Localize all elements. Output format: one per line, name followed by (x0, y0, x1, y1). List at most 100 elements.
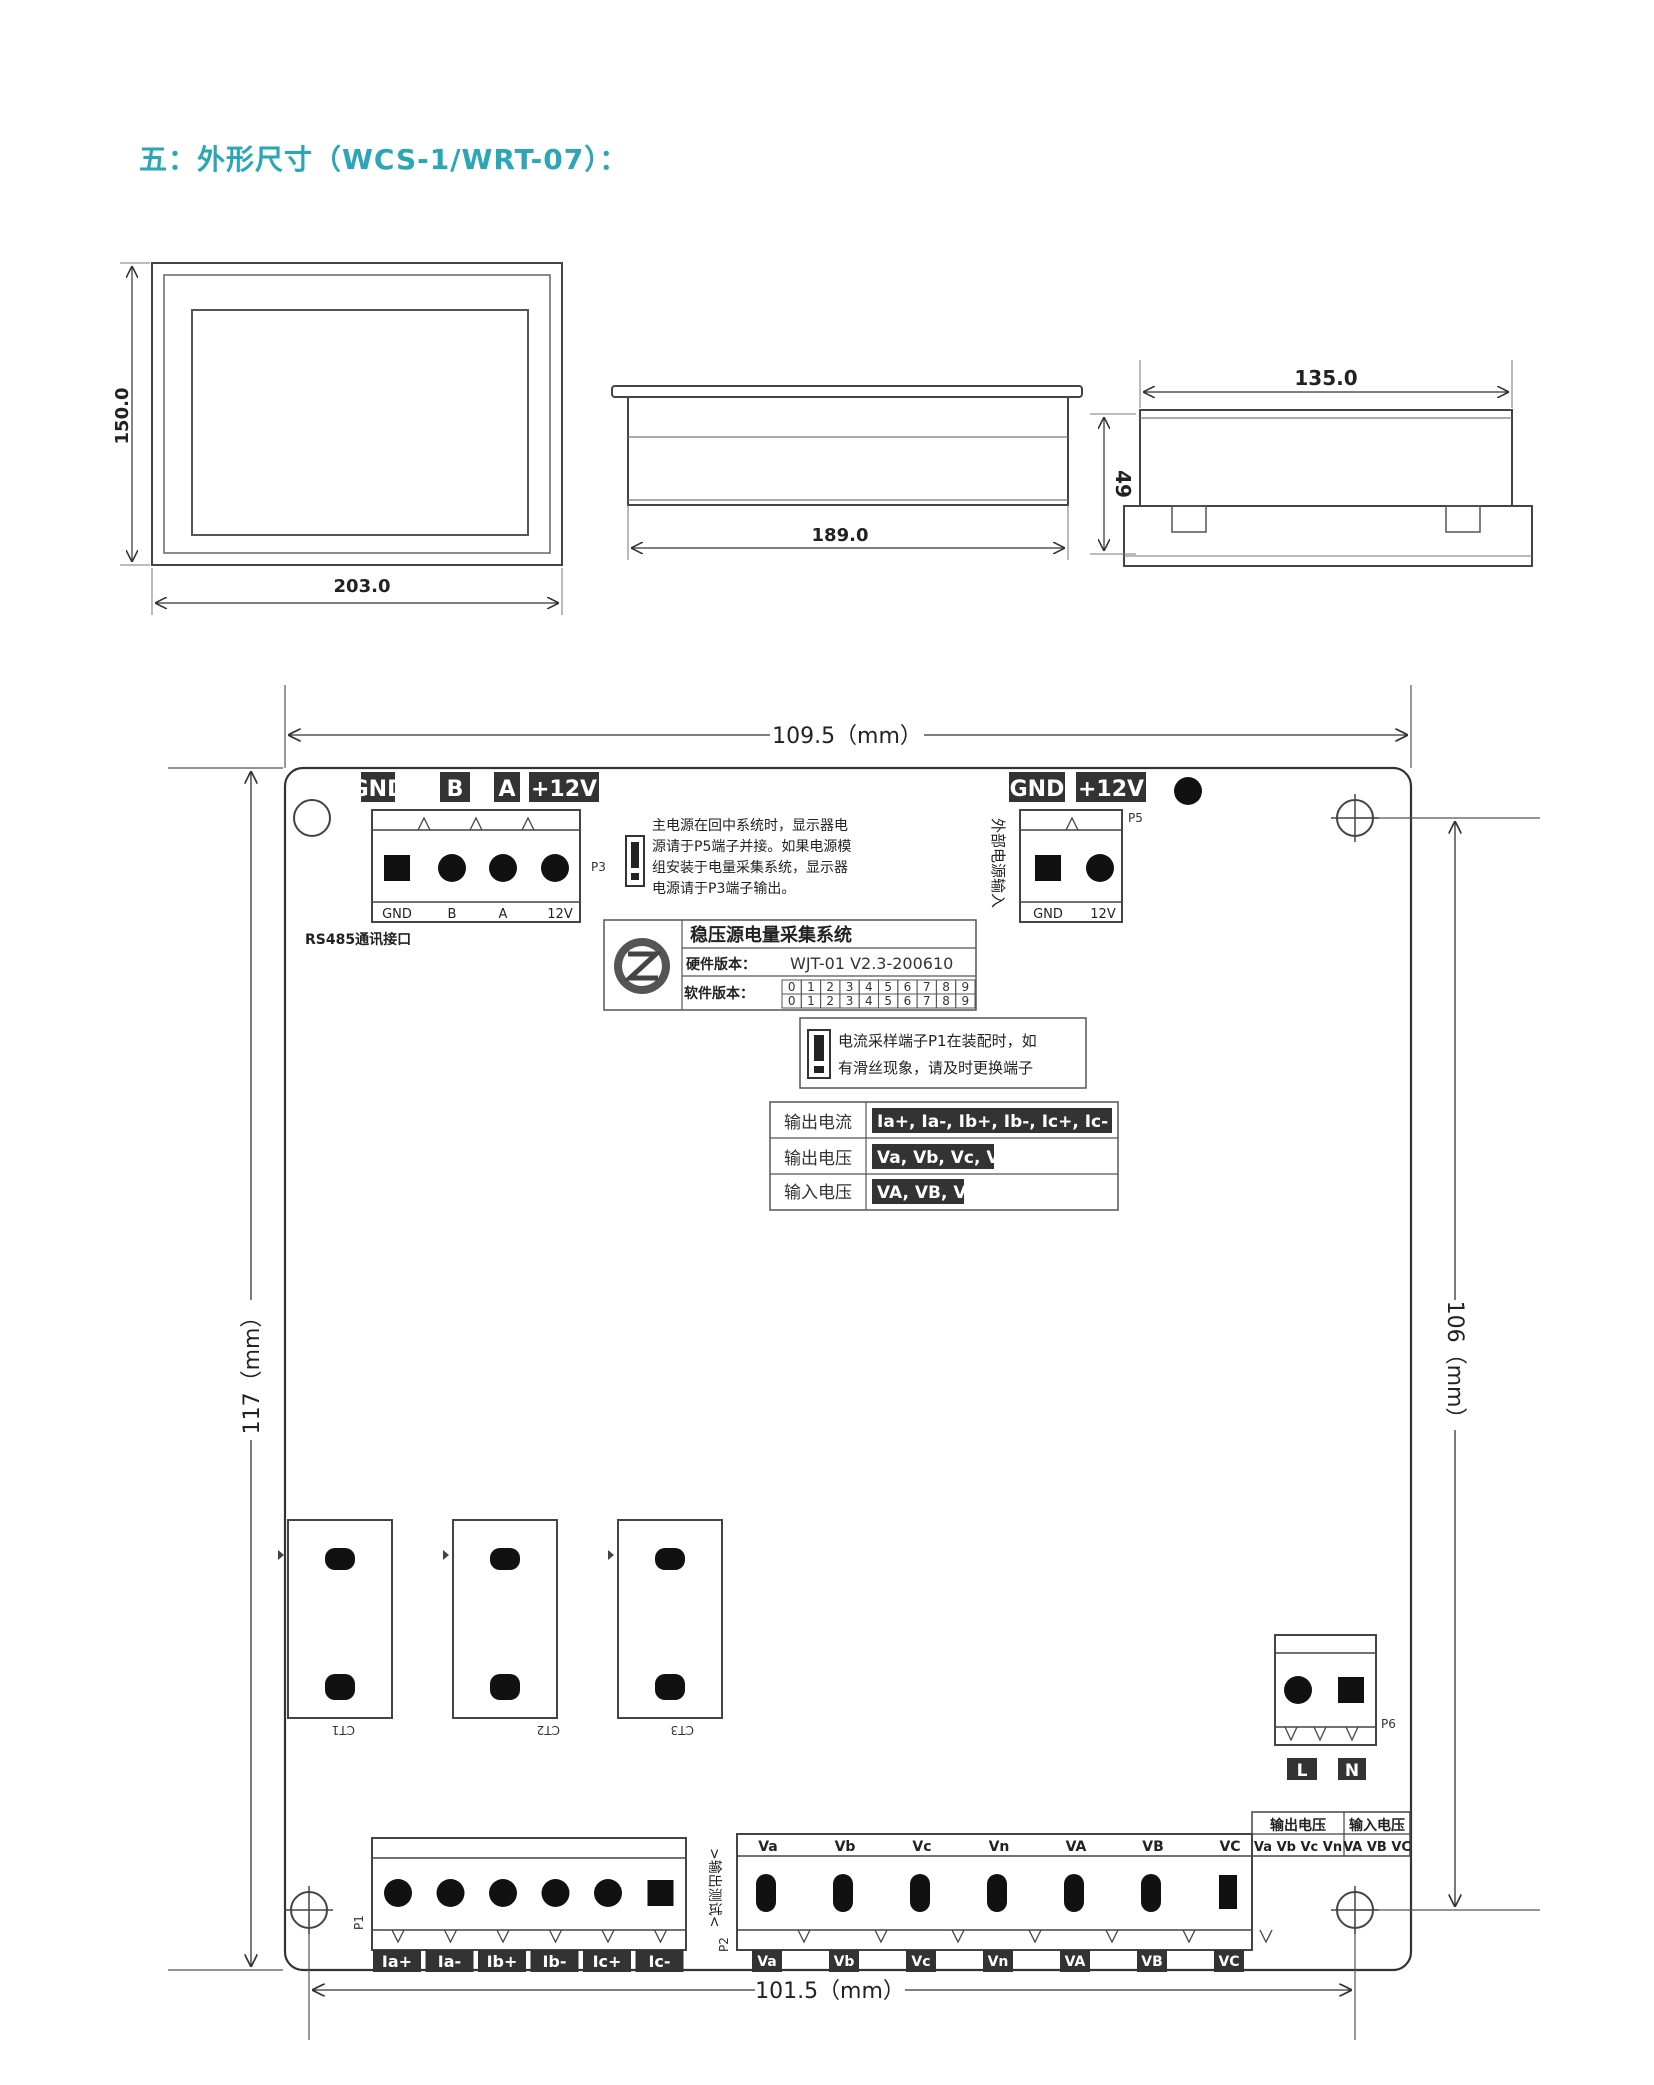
table-row-label: 输出电压 (784, 1149, 852, 1169)
p6-connector: P6 L N (1274, 1634, 1396, 1781)
digit-label: 2 (826, 980, 834, 994)
top-view: 189.0 (611, 385, 1083, 560)
p1-label: Ic- (648, 1952, 670, 1971)
p2-label-bg (1214, 1950, 1244, 1972)
corner-table-header: 输入电压 (1349, 1817, 1405, 1834)
p2-bottom-label: VB (1141, 1954, 1163, 1970)
p2-label-bg (983, 1950, 1013, 1972)
p1-wire-mark (653, 1929, 668, 1944)
p2-round-pin (987, 1874, 1007, 1912)
p2-ref: P2 (717, 1937, 731, 1952)
p1-labels: Ia+Ia-Ib+Ib-Ic+Ic- (373, 1950, 684, 1972)
p1-round-pin (594, 1879, 622, 1907)
p1-label-bg (425, 1950, 474, 1972)
side-width-label: 135.0 (1294, 366, 1357, 390)
ct3-block: CT3 (608, 1519, 723, 1737)
hole-horizontal-dim: 101.5（mm） (308, 1915, 1356, 2040)
p3-header-label: +12V (531, 777, 597, 802)
digit-label: 9 (962, 994, 970, 1008)
crosshair-hole (1331, 1886, 1379, 1934)
p2-round-pin (833, 1874, 853, 1912)
p2-top-label: VB (1142, 1839, 1164, 1855)
digit-label: 2 (826, 994, 834, 1008)
digit-label: 8 (942, 980, 950, 994)
ct2-block: CT2 (443, 1519, 560, 1737)
p1-round-pin (384, 1879, 412, 1907)
digit-label: 0 (788, 994, 796, 1008)
board-height-dim: 117（mm） (168, 767, 283, 1971)
p2-label-bg (752, 1950, 782, 1972)
digit-label: 9 (962, 980, 970, 994)
p1-label: Ib+ (487, 1952, 518, 1971)
board-height-label: 117（mm） (240, 1306, 265, 1435)
label-title: 稳压源电量采集系统 (690, 924, 852, 946)
digit-label: 7 (923, 994, 931, 1008)
p2-wire-mark (1105, 1929, 1119, 1944)
p5-connector: GND +12V GND 12V P5 外部电源输入 (989, 772, 1146, 923)
plain-hole (293, 799, 331, 837)
terminal-table: 输出电流 输出电压 输入电压 Ia+, Ia-, Ib+, Ib-, Ic+, … (769, 1101, 1119, 1211)
p6-label: L (1297, 1761, 1308, 1781)
p5-pin-label: GND (1033, 907, 1063, 922)
p1-label: Ia- (438, 1952, 461, 1971)
digit-label: 6 (904, 994, 912, 1008)
p1-note-line: 有滑丝现象，请及时更换端子 (838, 1059, 1033, 1077)
corner-voltage-table: 输出电压 输入电压 Va Vb Vc Vn VA VB VC (1251, 1811, 1411, 1857)
p1-round-pin (436, 1879, 465, 1907)
digit-label: 3 (846, 980, 854, 994)
ct-label: CT1 (332, 1723, 355, 1737)
p1-round-pin (541, 1879, 570, 1907)
p6-label: N (1345, 1761, 1359, 1781)
p2-wire-mark (951, 1929, 965, 1944)
p2-wire-mark (1259, 1929, 1273, 1944)
p1-label-bg (635, 1950, 684, 1972)
p2-top-label: Vc (912, 1839, 931, 1855)
corner-table-cell: VA VB VC (1343, 1840, 1411, 1855)
filled-dot (1174, 777, 1202, 805)
ct1-block: CT1 (278, 1519, 393, 1737)
p1-ref: P1 (352, 1915, 366, 1930)
board-width-label: 109.5（mm） (772, 724, 922, 749)
p5-header-label: GND (1010, 777, 1065, 802)
p3-pin-label: GND (382, 907, 412, 922)
digit-label: 6 (904, 980, 912, 994)
p2-round-pin (1141, 1874, 1161, 1912)
hole-horizontal-label: 101.5（mm） (755, 1979, 905, 2004)
power-note-line: 电源请于P3端子输出。 (652, 881, 795, 897)
p2-bottom-label: Vb (834, 1954, 855, 1970)
p5-ref: P5 (1128, 811, 1143, 825)
board-width-dim: 109.5（mm） (284, 685, 1412, 768)
p3-pin-label: 12V (547, 907, 573, 922)
digit-label: 3 (846, 994, 854, 1008)
p2-label-bg (829, 1950, 859, 1972)
ct-label: CT2 (537, 1723, 560, 1737)
p2-label-bg (1060, 1950, 1090, 1972)
hole-vertical-label: 106（mm） (1442, 1301, 1467, 1430)
p5-side-label: 外部电源输入 (989, 818, 1007, 908)
table-row-value: VA, VB, VC (877, 1183, 979, 1203)
p2-wire-mark (797, 1929, 811, 1944)
power-note-line: 主电源在回中系统时，显示器电 (652, 818, 848, 834)
corner-table-cell: Va Vb Vc Vn (1254, 1840, 1342, 1855)
p1-label: Ia+ (382, 1952, 412, 1971)
p1-label-bg (478, 1950, 526, 1972)
p2-bottom-label: Va (757, 1954, 777, 1970)
p1-label-bg (583, 1950, 631, 1972)
p1-wire-mark (391, 1929, 405, 1944)
power-note-line: 组安装于电量采集系统，显示器 (652, 859, 848, 876)
rs485-caption: RS485通讯接口 (305, 931, 411, 948)
p1-wire-mark (548, 1929, 563, 1944)
p3-header-label: GND (351, 777, 406, 802)
p2-label-bg (1137, 1950, 1167, 1972)
p6-ref: P6 (1381, 1717, 1396, 1731)
crosshair-hole (1331, 794, 1379, 842)
digit-label: 5 (884, 994, 892, 1008)
p3-connector: GND B A +12V GND B A 12V P3 RS485通讯接口 (305, 772, 606, 948)
table-row-label: 输出电流 (784, 1113, 852, 1133)
top-width-label: 189.0 (812, 525, 869, 546)
product-label: 稳压源电量采集系统 硬件版本： WJT-01 V2.3-200610 软件版本：… (603, 919, 977, 1011)
p2-bottom-label: VC (1218, 1954, 1239, 1970)
